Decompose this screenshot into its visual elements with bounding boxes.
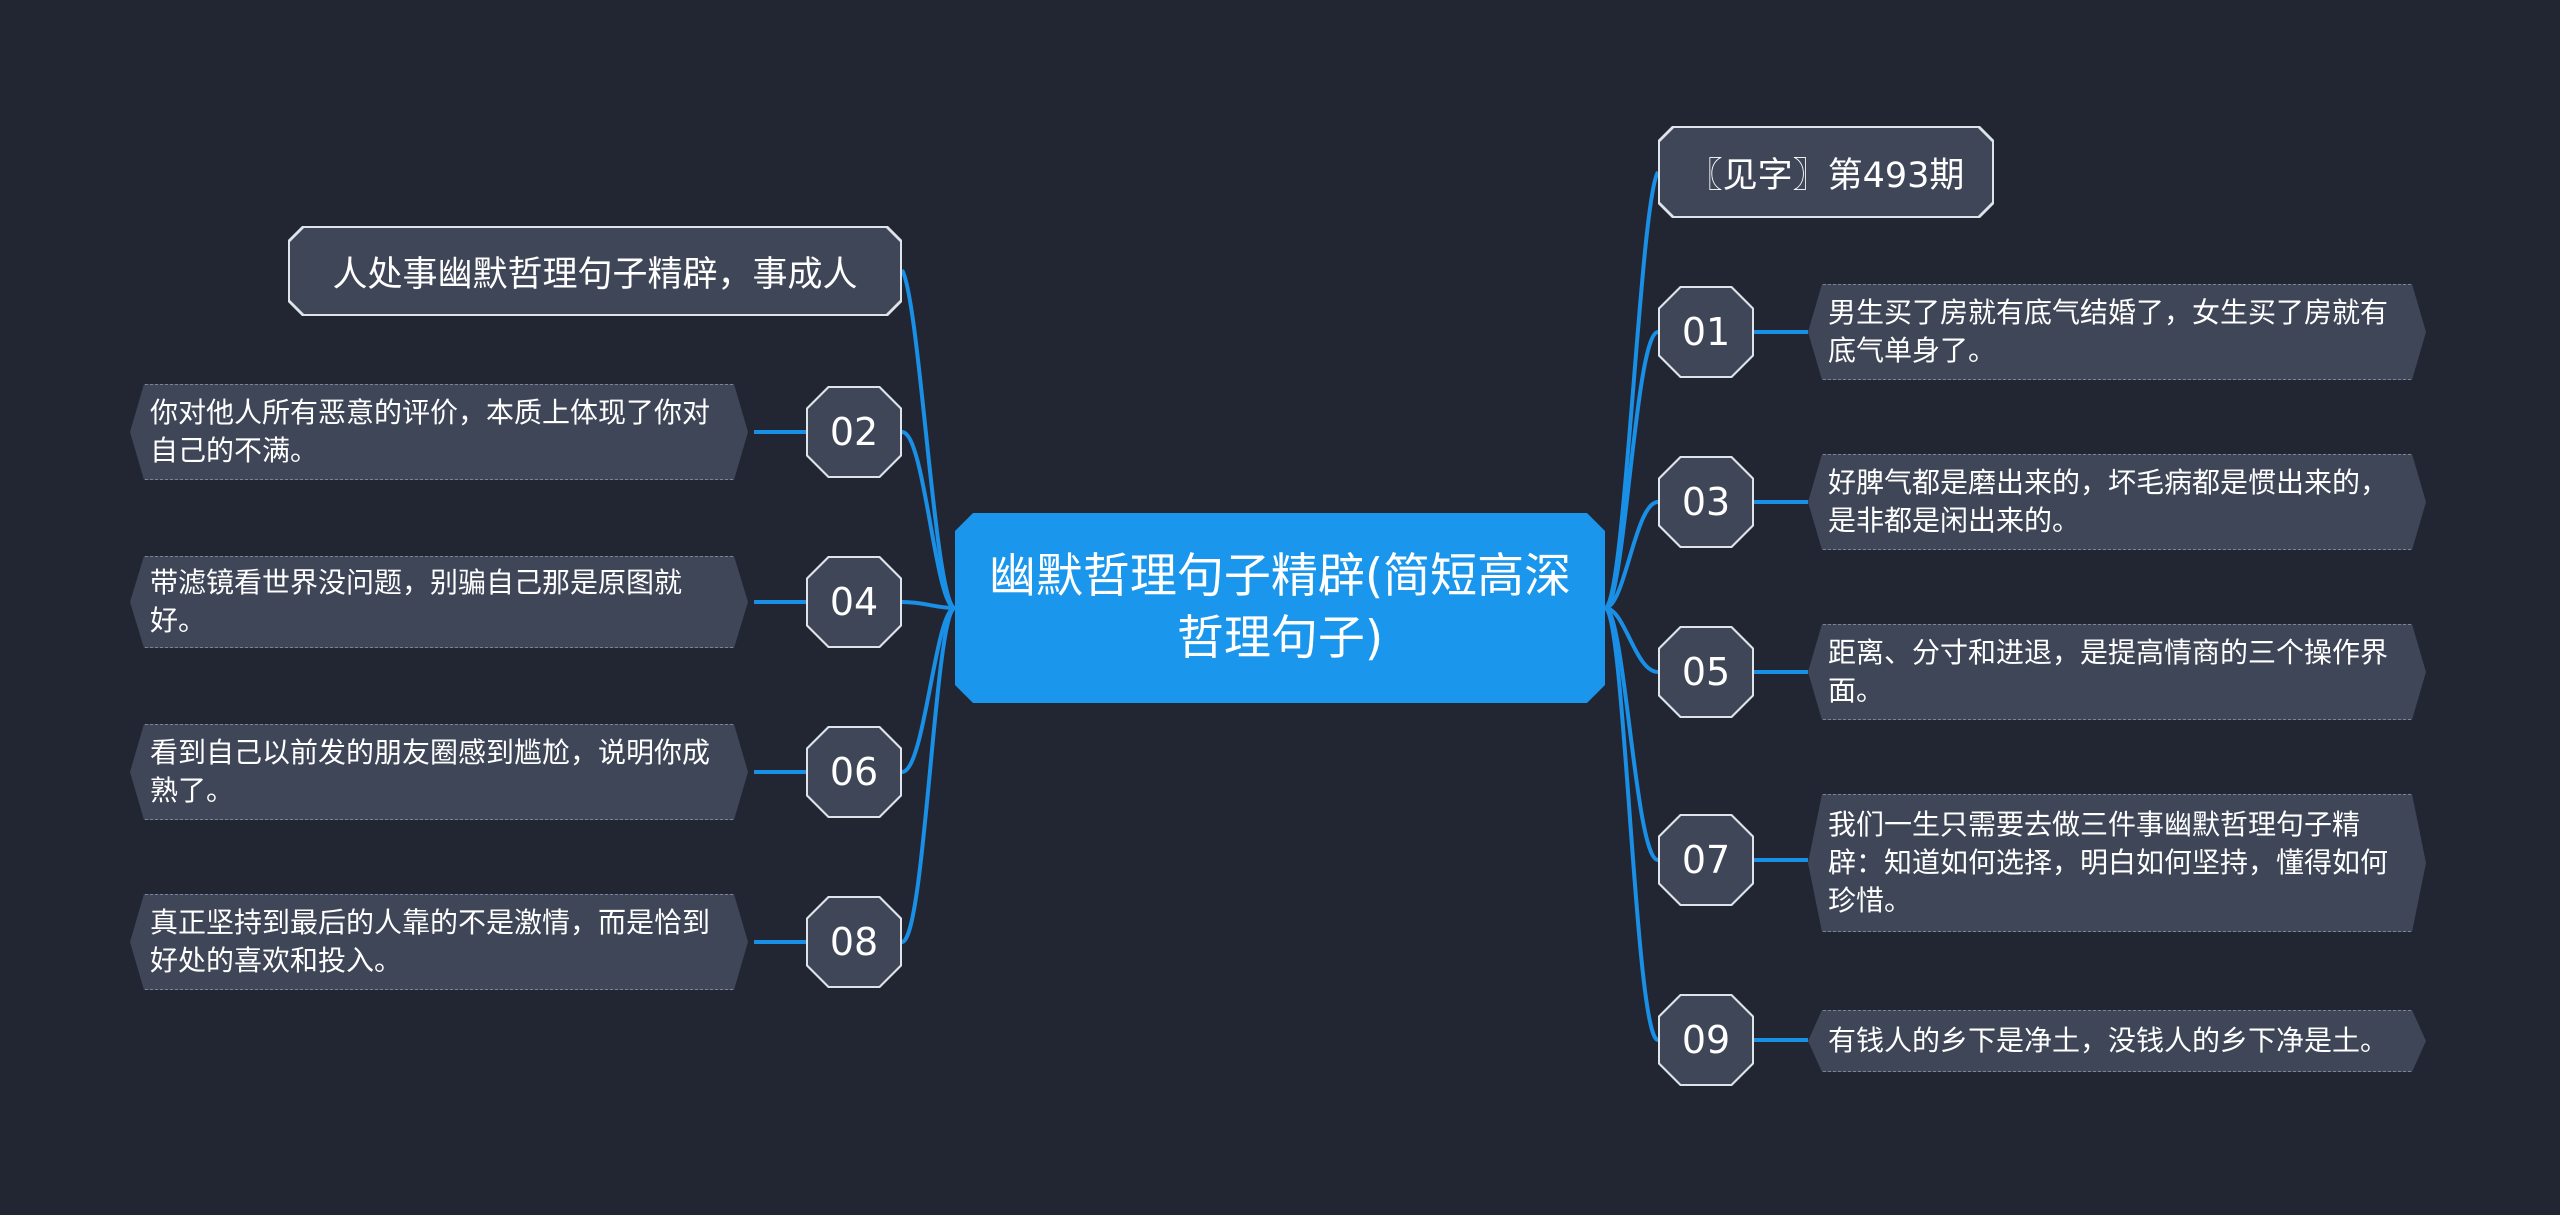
number-label: 09 <box>1660 996 1752 1084</box>
number-node-07[interactable]: 07 <box>1658 814 1754 906</box>
link-left-08 <box>900 606 957 944</box>
right-topic-label: 〖见字〗第493期 <box>1660 128 1992 216</box>
number-label: 03 <box>1660 458 1752 546</box>
right-topic-node[interactable]: 〖见字〗第493期 <box>1658 126 1994 218</box>
leaf-text: 我们一生只需要去做三件事幽默哲理句子精辟：知道如何选择，明白如何坚持，懂得如何珍… <box>1828 808 2389 917</box>
leaf-item-02[interactable]: 你对他人所有恶意的评价，本质上体现了你对自己的不满。 <box>130 384 748 480</box>
leaf-item-09[interactable]: 有钱人的乡下是净土，没钱人的乡下净是土。 <box>1808 1010 2426 1072</box>
central-topic-label: 幽默哲理句子精辟(简短高深哲理句子) <box>988 549 1572 666</box>
number-node-05[interactable]: 05 <box>1658 626 1754 718</box>
left-topic-node[interactable]: 人处事幽默哲理句子精辟，事成人 <box>288 226 902 316</box>
leaf-item-01[interactable]: 男生买了房就有底气结婚了，女生买了房就有底气单身了。 <box>1808 284 2426 380</box>
link-right-01 <box>1603 330 1660 610</box>
leaf-text: 看到自己以前发的朋友圈感到尴尬，说明你成熟了。 <box>150 736 711 807</box>
number-node-08[interactable]: 08 <box>806 896 902 988</box>
leaf-text: 你对他人所有恶意的评价，本质上体现了你对自己的不满。 <box>150 396 711 467</box>
link-left-04 <box>901 600 956 610</box>
number-label: 01 <box>1660 288 1752 376</box>
number-node-04[interactable]: 04 <box>806 556 902 648</box>
link-right-09 <box>1603 606 1660 1042</box>
leaf-item-04[interactable]: 带滤镜看世界没问题，别骗自己那是原图就好。 <box>130 556 748 648</box>
link-left-02 <box>901 430 956 610</box>
leaf-text: 距离、分寸和进退，是提高情商的三个操作界面。 <box>1828 636 2389 707</box>
number-node-03[interactable]: 03 <box>1658 456 1754 548</box>
number-node-01[interactable]: 01 <box>1658 286 1754 378</box>
leaf-item-05[interactable]: 距离、分寸和进退，是提高情商的三个操作界面。 <box>1808 624 2426 720</box>
number-label: 08 <box>808 898 900 986</box>
link-right-03 <box>1604 500 1659 610</box>
number-node-09[interactable]: 09 <box>1658 994 1754 1086</box>
link-left-topic <box>900 268 957 610</box>
leaf-text: 好脾气都是磨出来的，坏毛病都是惯出来的，是非都是闲出来的。 <box>1828 466 2389 537</box>
central-topic[interactable]: 幽默哲理句子精辟(简短高深哲理句子) <box>955 513 1605 703</box>
number-label: 05 <box>1660 628 1752 716</box>
leaf-text: 男生买了房就有底气结婚了，女生买了房就有底气单身了。 <box>1828 296 2389 367</box>
number-label: 06 <box>808 728 900 816</box>
leaf-text: 真正坚持到最后的人靠的不是激情，而是恰到好处的喜欢和投入。 <box>150 906 711 977</box>
number-node-02[interactable]: 02 <box>806 386 902 478</box>
leaf-item-07[interactable]: 我们一生只需要去做三件事幽默哲理句子精辟：知道如何选择，明白如何坚持，懂得如何珍… <box>1808 794 2426 932</box>
number-node-06[interactable]: 06 <box>806 726 902 818</box>
left-topic-label: 人处事幽默哲理句子精辟，事成人 <box>290 228 900 314</box>
leaf-item-06[interactable]: 看到自己以前发的朋友圈感到尴尬，说明你成熟了。 <box>130 724 748 820</box>
leaf-item-08[interactable]: 真正坚持到最后的人靠的不是激情，而是恰到好处的喜欢和投入。 <box>130 894 748 990</box>
link-right-topic <box>1603 170 1660 610</box>
number-label: 02 <box>808 388 900 476</box>
leaf-item-03[interactable]: 好脾气都是磨出来的，坏毛病都是惯出来的，是非都是闲出来的。 <box>1808 454 2426 550</box>
number-label: 04 <box>808 558 900 646</box>
leaf-text: 带滤镜看世界没问题，别骗自己那是原图就好。 <box>150 566 683 637</box>
number-label: 07 <box>1660 816 1752 904</box>
leaf-text: 有钱人的乡下是净土，没钱人的乡下净是土。 <box>1828 1024 2389 1057</box>
link-right-05 <box>1604 606 1659 674</box>
